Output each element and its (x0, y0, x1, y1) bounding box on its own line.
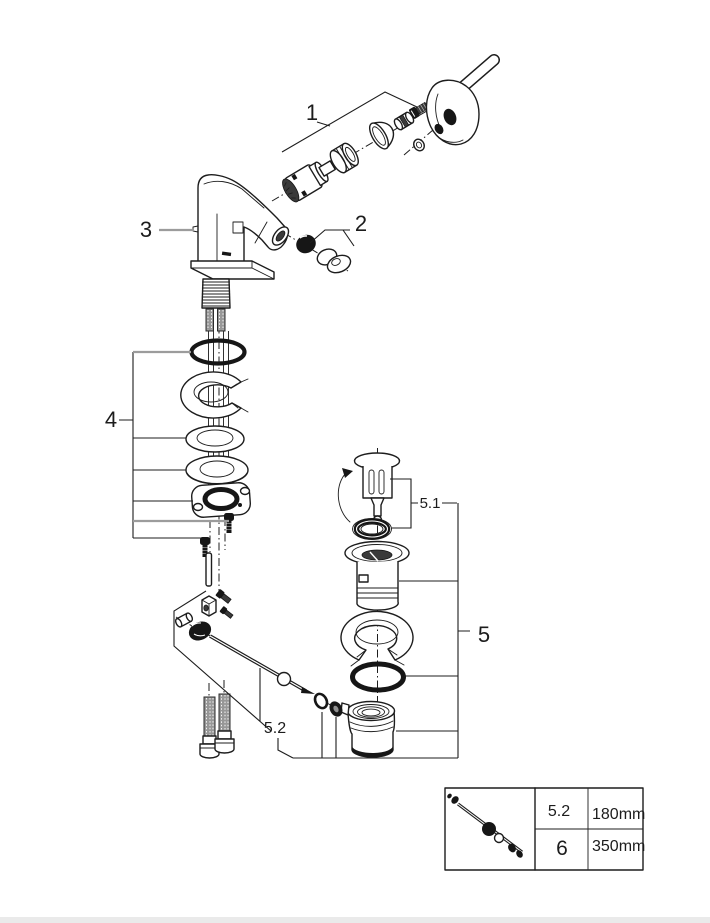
horseshoe-spacer (180, 371, 249, 419)
cartridge (282, 159, 340, 203)
popup-knob (188, 621, 212, 641)
callout-4: 4 (105, 350, 229, 539)
callout-3: 3 (140, 217, 194, 242)
pivot-screw-lower (219, 606, 234, 619)
callout-2: 2 (309, 211, 367, 247)
rod-thumbnail (447, 793, 523, 858)
hose-nut-right (214, 730, 235, 754)
waste-nut (340, 700, 396, 758)
spec-table: 5.2 180mm 6 350mm (444, 787, 645, 871)
handle-screw (409, 101, 430, 119)
callout-5-2-label: 5.2 (264, 720, 286, 737)
waste-o-ring (350, 661, 406, 693)
aerator-key (316, 248, 352, 274)
escutcheon-cap (368, 121, 395, 150)
washer-lower (185, 455, 249, 485)
popup-plug (337, 452, 401, 525)
callout-5: 5 (293, 503, 490, 759)
supply-hoses (199, 693, 235, 759)
waste-horseshoe (340, 610, 414, 667)
handle-bushing (393, 111, 415, 131)
callout-1-label: 1 (306, 100, 318, 125)
callout-5-2: 5.2 (173, 590, 337, 759)
handle-assembly: 1 (281, 54, 500, 203)
body-base-plate (190, 260, 275, 280)
lift-rod (209, 634, 315, 694)
waste-body (344, 540, 410, 611)
washer-upper (185, 425, 245, 453)
handle-cap-parts (413, 123, 444, 152)
callout-5-1-label: 5.1 (420, 495, 441, 512)
rod-nut (174, 612, 194, 628)
flange-screw-right (224, 513, 234, 533)
callout-5-label: 5 (478, 622, 490, 647)
callout-4-label: 4 (105, 407, 117, 432)
mounting-set: 4 (105, 338, 252, 587)
faucet-body: 3 (140, 174, 290, 332)
rod-o-ring (313, 692, 329, 710)
threaded-shank (201, 278, 231, 309)
spec-row2-part: 6 (556, 837, 568, 860)
pivot-block (201, 595, 217, 617)
waste-set: 5 (293, 503, 490, 759)
plug-seal-ring (352, 518, 392, 540)
base-o-ring (189, 338, 247, 366)
footer-bar (0, 917, 710, 923)
hose-nut-left (199, 735, 220, 759)
rod-washer (329, 701, 343, 717)
rod-set: 5.2 (173, 589, 343, 759)
mounting-flange (190, 482, 252, 518)
cartridge-ring (329, 142, 359, 174)
spec-row1-part: 5.2 (548, 803, 570, 820)
spec-row2-length: 350mm (592, 838, 645, 855)
callout-2-label: 2 (355, 211, 367, 236)
flange-screw-left (200, 537, 210, 557)
aerator-insert (296, 234, 316, 254)
guide-pin (205, 552, 213, 587)
callout-1: 1 (281, 91, 418, 153)
aerator-assembly: 2 (296, 211, 367, 274)
callout-3-label: 3 (140, 217, 152, 242)
spec-row1-length: 180mm (592, 806, 645, 823)
plug-set: 5.1 (337, 452, 457, 540)
callout-5-1: 5.1 (390, 478, 457, 529)
hose-tails (205, 308, 226, 332)
pivot-screw-upper (215, 589, 232, 604)
